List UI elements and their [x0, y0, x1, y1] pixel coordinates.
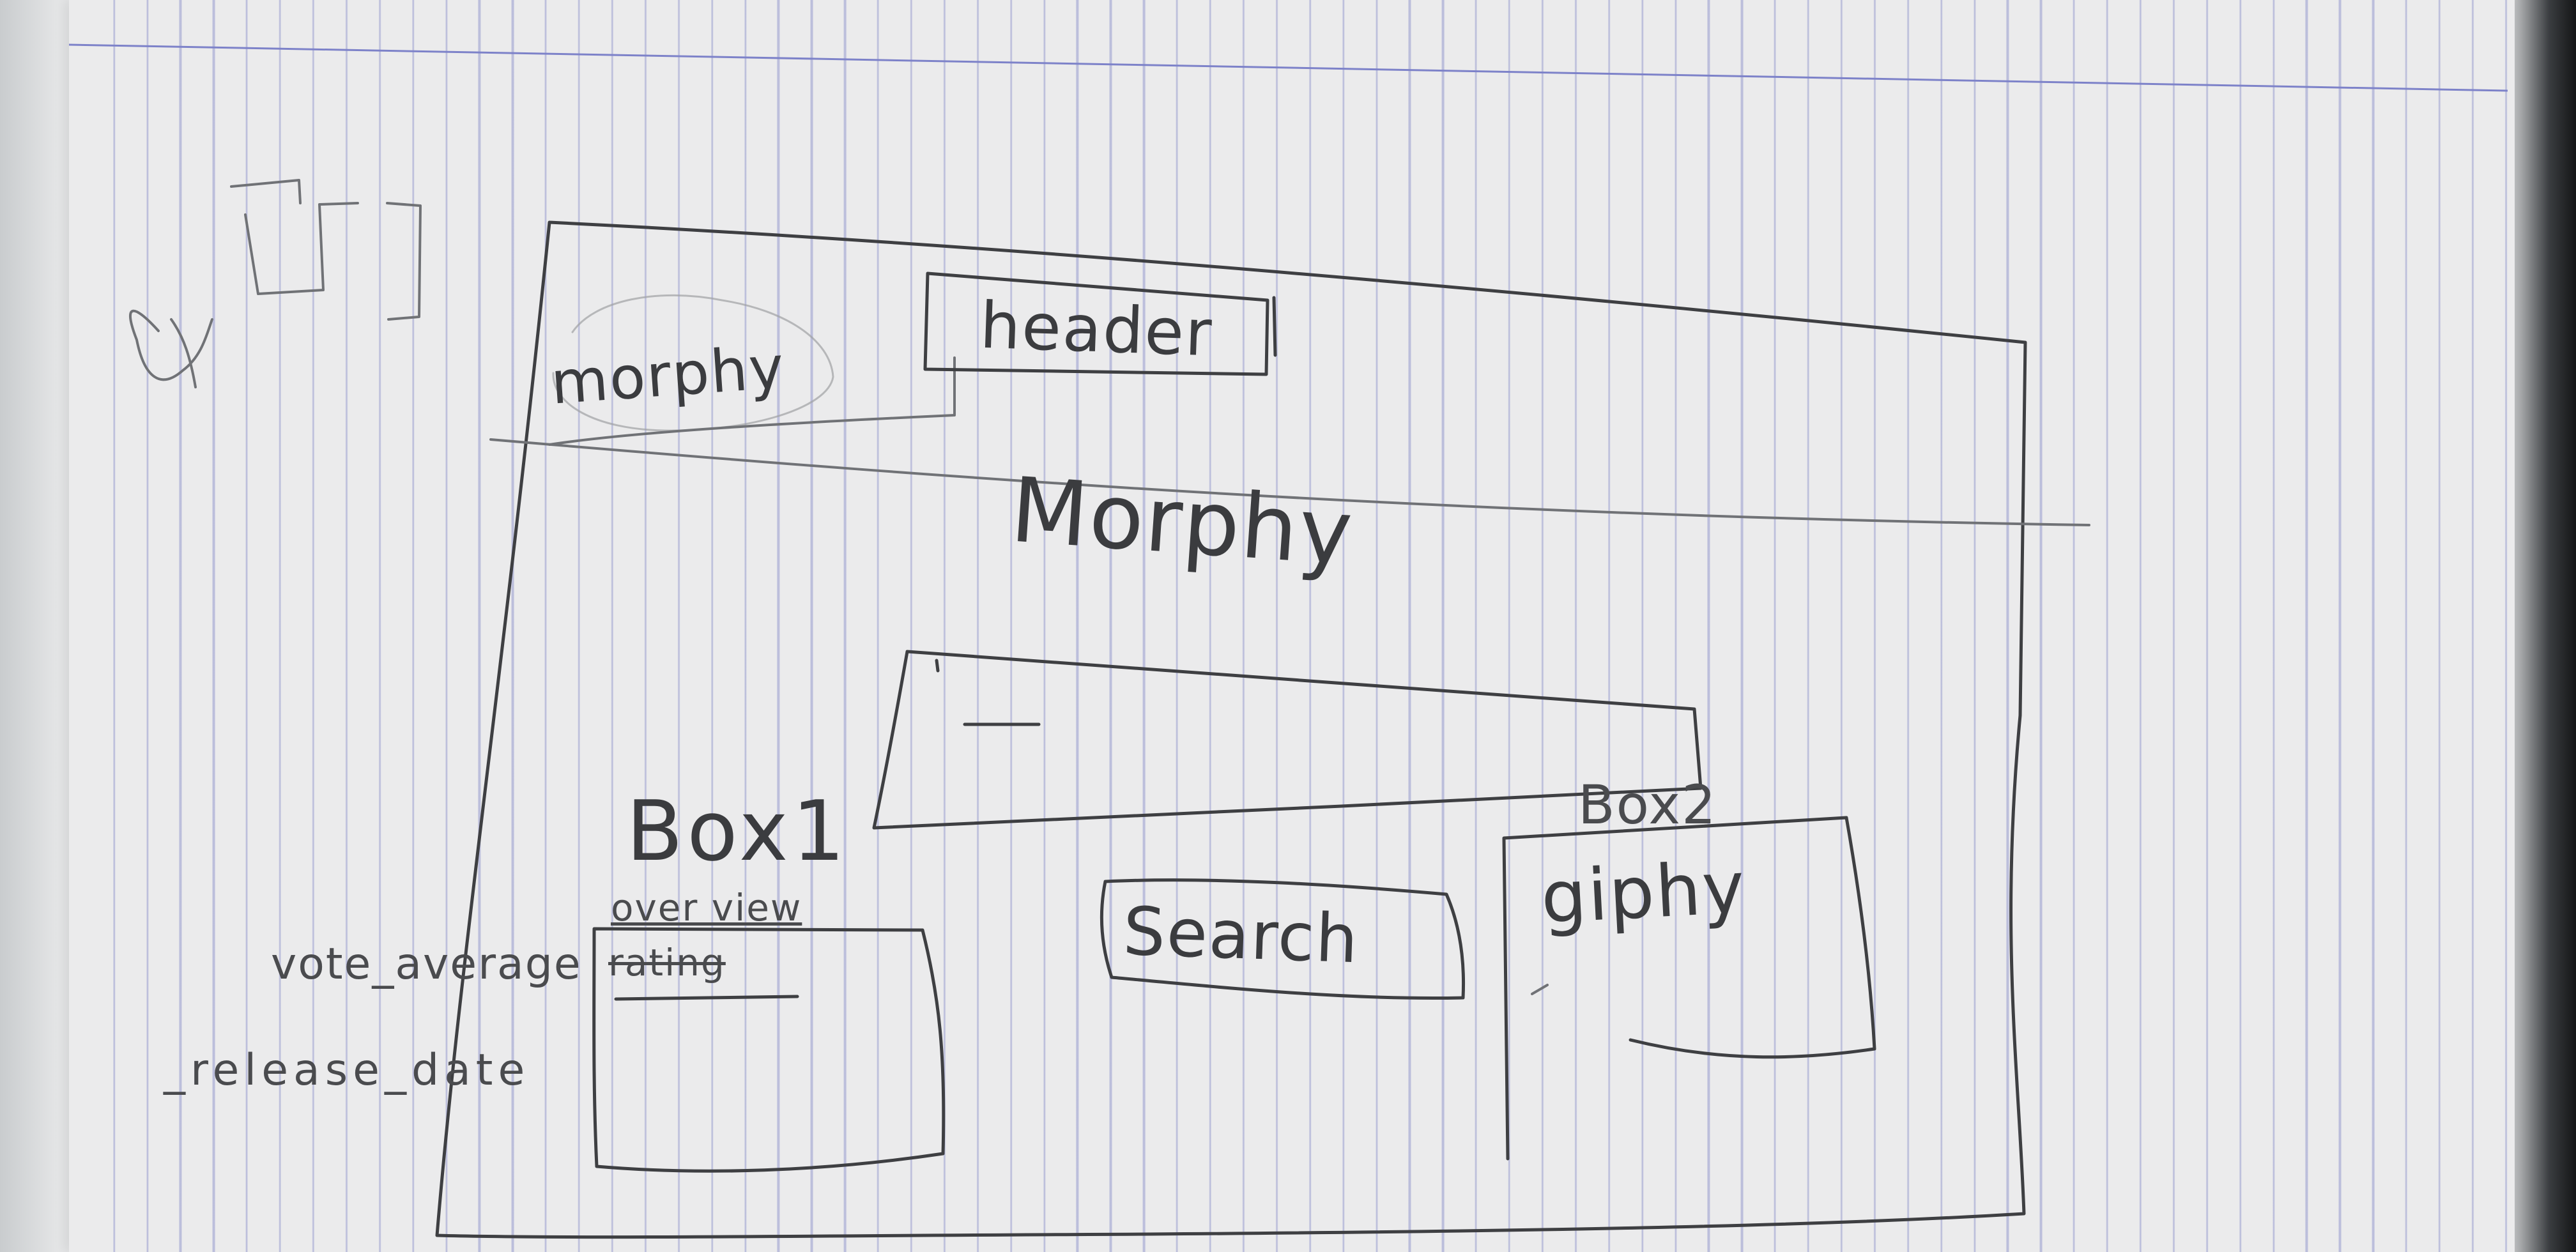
header-divider-line [489, 438, 2090, 526]
box2-giphy-text: giphy [1538, 846, 1748, 940]
giphy-tick-mark [1531, 984, 1549, 995]
box1-title: Box1 [626, 782, 849, 880]
release-date-annotation: _release_date [164, 1045, 530, 1096]
paper-top-margin-line [68, 43, 2508, 92]
page-title-text: Morphy [1008, 458, 1357, 586]
logo-text: morphy [548, 333, 788, 418]
box2-container [1502, 816, 1876, 1161]
vote-average-annotation: vote_average [271, 939, 582, 989]
box1-rating-label: rating [608, 941, 726, 984]
search-box-container[interactable] [1100, 878, 1466, 1000]
box1-container [592, 927, 946, 1173]
camera-icon-sketch [230, 179, 422, 321]
ruled-paper-sheet [69, 0, 2515, 1252]
logo-frame-sketch [548, 356, 956, 446]
logo-circle-sketch [552, 294, 834, 432]
header-box-sketch [923, 271, 1277, 376]
box1-overview-label: over view [611, 886, 802, 929]
page-frame-sketch [435, 220, 2027, 1239]
banner-box-sketch [872, 650, 1703, 830]
scribble-mark [129, 309, 213, 388]
box2-title: Box2 [1578, 774, 1717, 836]
search-label[interactable]: Search [1121, 892, 1361, 979]
header-label: header [979, 287, 1215, 371]
